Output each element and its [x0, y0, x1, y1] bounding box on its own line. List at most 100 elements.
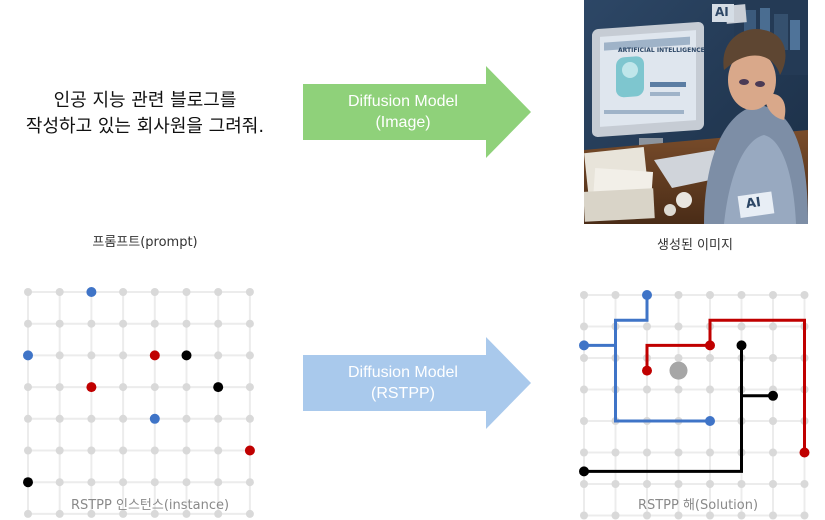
black-terminal [181, 350, 192, 361]
grid-dot [24, 509, 32, 518]
grid-dot [87, 509, 96, 518]
blue-terminal [705, 416, 715, 426]
grid-dot [611, 480, 620, 488]
grid-dot [214, 351, 223, 360]
black-terminal [736, 340, 747, 351]
grid-dot [706, 511, 714, 520]
blue-terminal [86, 287, 97, 297]
instance-grid [23, 287, 255, 518]
grid-dot [800, 511, 809, 520]
grid-dot [214, 288, 223, 296]
generated-caption: 생성된 이미지 [657, 238, 733, 253]
grid-dot [24, 446, 32, 455]
obstacle [669, 361, 688, 380]
grid-dot [245, 288, 254, 296]
grid-dot [643, 448, 651, 457]
grid-dot [674, 385, 683, 394]
grid-dot [643, 511, 651, 520]
generated-image: ARTIFICIAL INTELLIGENCE AI AI [584, 0, 808, 224]
grid-dot [580, 480, 588, 488]
grid-dot [214, 478, 223, 487]
red-terminal [705, 340, 715, 351]
image-arrow-line-2: (Image) [375, 114, 431, 131]
grid-dot [55, 319, 64, 328]
grid-dot [245, 414, 254, 423]
red-terminal [799, 447, 810, 458]
grid-dot [150, 446, 159, 455]
grid-dot [580, 511, 588, 520]
rstpp-diffusion-arrow: Diffusion Model (RSTPP) [303, 337, 531, 429]
prompt-line-2: 작성하고 있는 회사원을 그려줘. [25, 116, 265, 137]
red-terminal [86, 382, 97, 393]
grid-dot [55, 288, 64, 296]
grid-dot [55, 414, 64, 423]
grid-dot [55, 478, 64, 487]
grid-dot [674, 354, 683, 362]
black-terminal [768, 390, 778, 401]
grid-dot [611, 291, 620, 299]
grid-dot [182, 383, 191, 392]
instance-caption: RSTPP 인스턴스(instance) [70, 498, 230, 513]
grid-dot [674, 480, 683, 488]
image-diffusion-arrow: Diffusion Model (Image) [303, 66, 531, 158]
grid-dot [182, 414, 191, 423]
prompt-caption: 프롬프트(prompt) [92, 235, 198, 250]
arrow-shape [303, 337, 531, 429]
grid-dot [55, 509, 64, 518]
grid-dot [769, 448, 777, 457]
arrow-shape [303, 66, 531, 158]
grid-dot [182, 446, 191, 455]
blue-path [614, 295, 710, 423]
prompt-text: 인공 지능 관련 블로그를 작성하고 있는 회사원을 그려줘. [0, 88, 290, 140]
grid-dot [182, 478, 191, 487]
grid-dot [150, 383, 159, 392]
grid-dot [245, 383, 254, 392]
grid-dot [580, 417, 588, 425]
blue-terminal [23, 350, 33, 361]
grid-dot [119, 446, 128, 455]
ai-badge-top: AI [715, 5, 729, 19]
grid-dot [55, 383, 64, 392]
grid-dot [119, 351, 128, 360]
grid-dot [706, 480, 714, 488]
grid-dot [737, 511, 746, 520]
grid-dot [769, 291, 777, 299]
grid-dot [769, 480, 777, 488]
grid-dot [580, 448, 588, 457]
black-path [584, 345, 743, 473]
grid-dot [800, 291, 809, 299]
blue-terminal [642, 290, 652, 300]
red-terminal [642, 365, 652, 376]
grid-dot [800, 480, 809, 488]
grid-dot [150, 319, 159, 328]
grid-dot [769, 354, 777, 362]
grid-dot [87, 478, 96, 487]
grid-dot [119, 288, 128, 296]
grid-dot [611, 448, 620, 457]
red-terminal [149, 350, 160, 361]
grid-dot [119, 319, 128, 328]
grid-dot [119, 478, 128, 487]
grid-dot [87, 319, 96, 328]
grid-dot [87, 414, 96, 423]
image-arrow-label: Diffusion Model (Image) [323, 91, 483, 133]
grid-dot [706, 354, 714, 362]
grid-dot [580, 291, 588, 299]
grid-dot [674, 322, 683, 331]
grid-dot [706, 291, 714, 299]
grid-dot [87, 446, 96, 455]
red-path [645, 343, 710, 371]
grid-dot [214, 319, 223, 328]
image-arrow-line-1: Diffusion Model [348, 93, 458, 110]
grid-dot [214, 414, 223, 423]
grid-dot [182, 288, 191, 296]
grid-dot [580, 322, 588, 331]
grid-dot [769, 511, 777, 520]
grid-dot [150, 288, 159, 296]
rstpp-arrow-line-1: Diffusion Model [348, 364, 458, 381]
solution-grid [579, 290, 810, 520]
grid-dot [674, 511, 683, 520]
grid-dot [24, 319, 32, 328]
grid-dot [643, 385, 651, 394]
grid-dot [737, 322, 746, 331]
